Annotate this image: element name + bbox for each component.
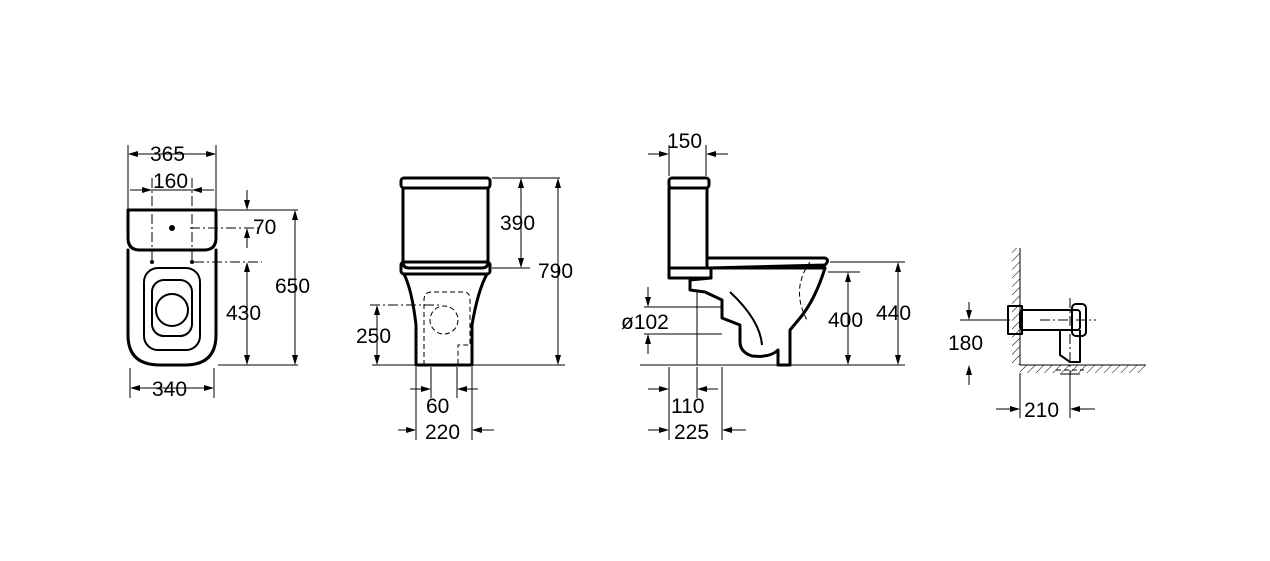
side-bowl [688, 266, 827, 367]
dim-outlet-distance: 110 [671, 395, 704, 418]
dim-inlet-height: 180 [948, 332, 983, 355]
dim-top-offset: 150 [667, 130, 702, 153]
dim-outlet-reach: 225 [674, 421, 709, 444]
wall-detail-view: 180 210 [948, 248, 1146, 422]
dim-outlet-height: 250 [356, 325, 391, 348]
side-tank-body [667, 186, 709, 270]
front-tank-body [401, 186, 490, 270]
dim-fixing-depth: 430 [226, 302, 261, 325]
dim-total-height: 790 [538, 260, 573, 283]
flush-button-icon [169, 225, 175, 231]
dim-hole-offset: 70 [253, 216, 276, 239]
dim-width-top: 365 [150, 143, 185, 166]
dim-outlet-diameter: ø102 [621, 311, 669, 334]
dim-seat-height: 440 [876, 302, 911, 325]
dim-outlet-width: 60 [426, 395, 449, 418]
plan-seat-inner [151, 279, 193, 337]
dim-inlet-distance: 210 [1024, 399, 1059, 422]
front-tank-lid [399, 176, 492, 190]
plan-bowl-outline [126, 248, 218, 367]
plan-tank-outline [126, 208, 218, 252]
front-elevation-view: 390 790 250 60 220 [356, 176, 573, 444]
dim-base-width: 220 [425, 421, 460, 444]
plan-seat [143, 267, 201, 351]
plan-view: 365 160 70 650 430 340 [126, 143, 310, 401]
side-elevation-view: 150 ø102 400 440 110 225 [621, 130, 911, 444]
dim-bowl-height: 400 [828, 309, 863, 332]
dim-width-bottom: 340 [152, 378, 187, 401]
side-seat [705, 256, 829, 270]
front-bowl [402, 272, 489, 367]
dim-depth: 650 [275, 275, 310, 298]
plan-outlet [155, 293, 189, 327]
dim-tank-height: 390 [500, 212, 535, 235]
dim-hole-spacing: 160 [153, 170, 188, 193]
